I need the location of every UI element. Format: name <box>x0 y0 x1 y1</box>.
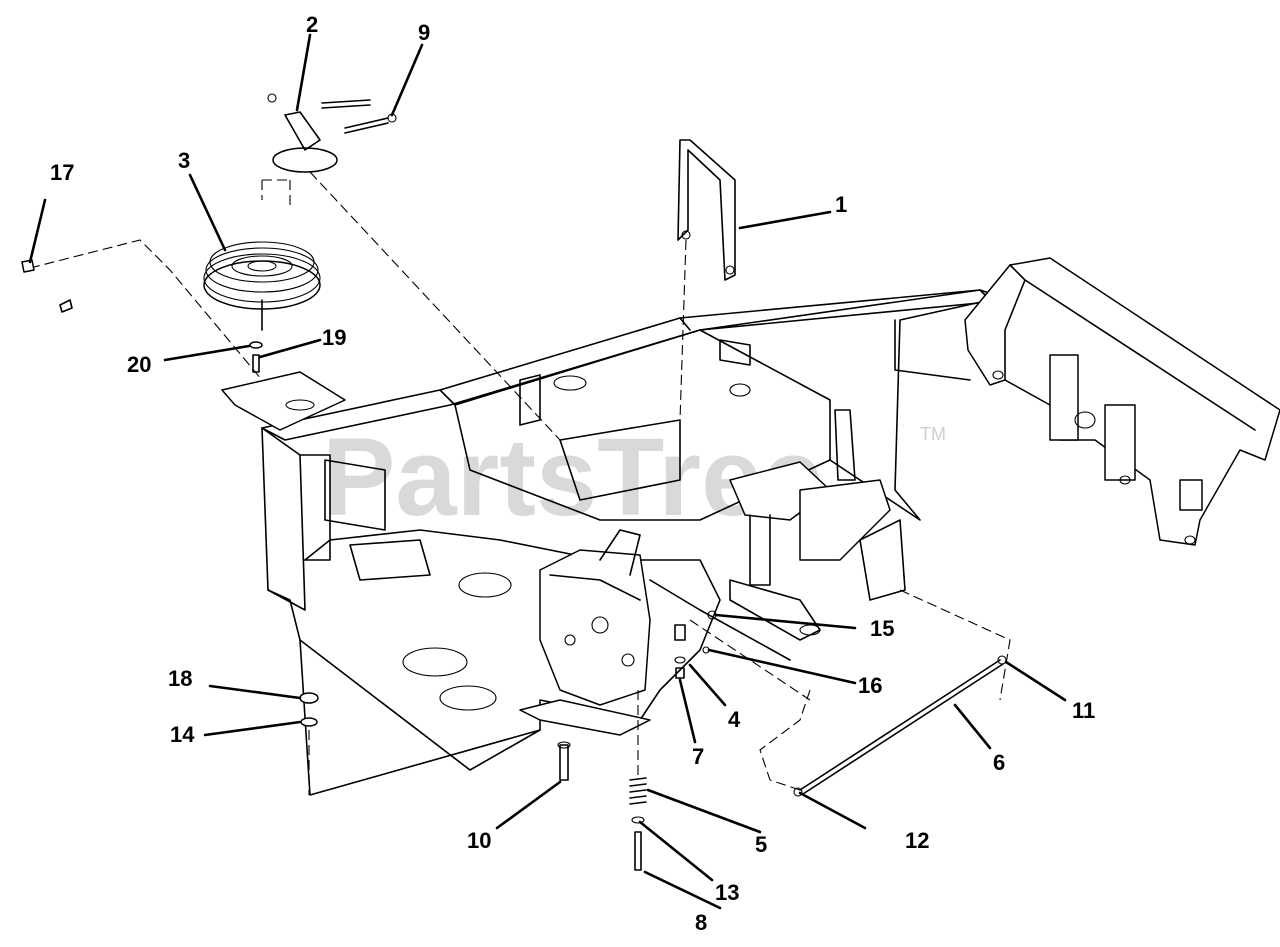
callout-4: 4 <box>728 707 741 732</box>
rear-frame-member <box>964 257 1280 546</box>
bolt-part-10 <box>557 741 571 781</box>
watermark-trademark: TM <box>920 424 946 444</box>
leader-lines <box>28 33 1067 910</box>
callout-15: 15 <box>870 616 894 641</box>
linkage-rod <box>649 579 811 701</box>
mount-plate <box>221 371 346 431</box>
callout-14: 14 <box>170 722 195 747</box>
callout-17: 17 <box>50 160 74 185</box>
callout-2: 2 <box>306 12 318 37</box>
control-rod-part-6 <box>759 655 1007 797</box>
callout-7: 7 <box>692 744 704 769</box>
fan-part-3 <box>29 239 321 381</box>
control-bracket <box>729 409 1011 701</box>
nut-part-17 <box>21 259 35 273</box>
callout-labels: 1 2 3 4 5 6 7 8 9 10 11 12 13 14 15 16 1… <box>50 12 1095 935</box>
callout-1: 1 <box>835 192 847 217</box>
small-hardware <box>674 610 717 679</box>
spring-assembly <box>629 690 647 871</box>
callout-13: 13 <box>715 880 739 905</box>
transmission-unit <box>519 529 651 736</box>
callout-9: 9 <box>418 20 430 45</box>
top-mount-assembly <box>261 93 561 441</box>
callout-18: 18 <box>168 666 192 691</box>
nut-washer <box>299 692 319 795</box>
handle-part-1 <box>677 139 736 421</box>
callout-5: 5 <box>755 832 767 857</box>
callout-8: 8 <box>695 910 707 935</box>
callout-3: 3 <box>178 148 190 173</box>
callout-6: 6 <box>993 750 1005 775</box>
callout-10: 10 <box>467 828 491 853</box>
callout-20: 20 <box>127 352 151 377</box>
callout-11: 11 <box>1072 698 1095 723</box>
callout-16: 16 <box>858 673 882 698</box>
fan-hardware <box>249 341 263 373</box>
callout-12: 12 <box>905 828 929 853</box>
callout-19: 19 <box>322 325 346 350</box>
